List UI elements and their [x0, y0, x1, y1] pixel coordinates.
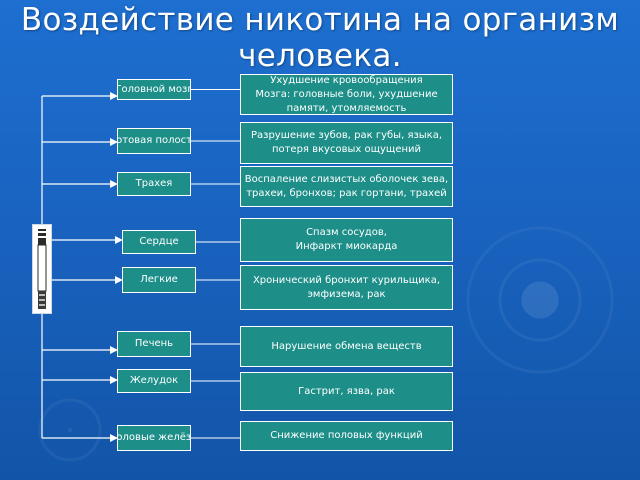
organ-box: Желудок [117, 369, 191, 393]
organ-box: Легкие [122, 267, 196, 293]
organ-box: Половые желёзы [117, 425, 191, 451]
effect-box: Хронический бронхит курильщика, эмфизема… [240, 265, 453, 310]
effect-box: Воспаление слизистых оболочек зева, трах… [240, 166, 453, 207]
effect-box: Гастрит, язва, рак [240, 372, 453, 411]
organ-box: Ротовая полость [117, 128, 191, 154]
effect-box: Спазм сосудов, Инфаркт миокарда [240, 218, 453, 262]
organ-box: Трахея [117, 172, 191, 196]
effect-box: Нарушение обмена веществ [240, 326, 453, 367]
organ-box: Головной мозг [117, 79, 191, 100]
effect-box: Разрушение зубов, рак губы, языка, потер… [240, 122, 453, 164]
organ-box: Сердце [122, 230, 196, 254]
slide-title: Воздействие никотина на организм человек… [20, 2, 620, 74]
effect-box: Снижение половых функций [240, 421, 453, 451]
cigarette-icon [32, 224, 52, 314]
effect-box: Ухудшение кровообращения Мозга: головные… [240, 74, 453, 115]
organ-box: Печень [117, 331, 191, 357]
